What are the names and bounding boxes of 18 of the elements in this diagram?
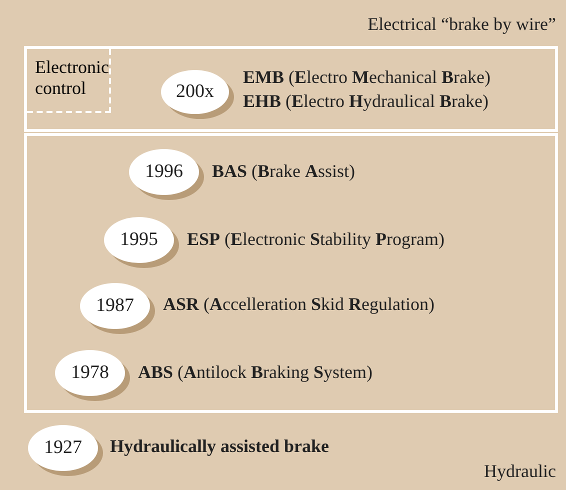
dashed-box: Electronic control	[27, 49, 111, 113]
year-ellipse: 1978	[55, 350, 125, 396]
description-text: Hydraulically assisted brake	[110, 436, 330, 457]
description-text: EHB (Electro Hydraulical Brake)	[243, 91, 488, 112]
year-ellipse: 1996	[129, 149, 199, 195]
year-ellipse: 200x	[161, 70, 229, 114]
corner-label: Hydraulic	[484, 461, 556, 482]
panel	[24, 133, 558, 413]
description-text: ASR (Accelleration Skid Regulation)	[163, 294, 434, 315]
year-ellipse: 1987	[80, 283, 150, 329]
corner-label: Electrical “brake by wire”	[368, 14, 556, 35]
description-text: ABS (Antilock Braking System)	[138, 362, 373, 383]
description-text: ESP (Electronic Stability Program)	[187, 229, 444, 250]
description-text: BAS (Brake Assist)	[212, 161, 356, 182]
year-ellipse: 1927	[28, 425, 98, 471]
description-text: EMB (Electro Mechanical Brake)	[243, 67, 490, 88]
year-ellipse: 1995	[104, 217, 174, 263]
panel	[24, 46, 558, 132]
